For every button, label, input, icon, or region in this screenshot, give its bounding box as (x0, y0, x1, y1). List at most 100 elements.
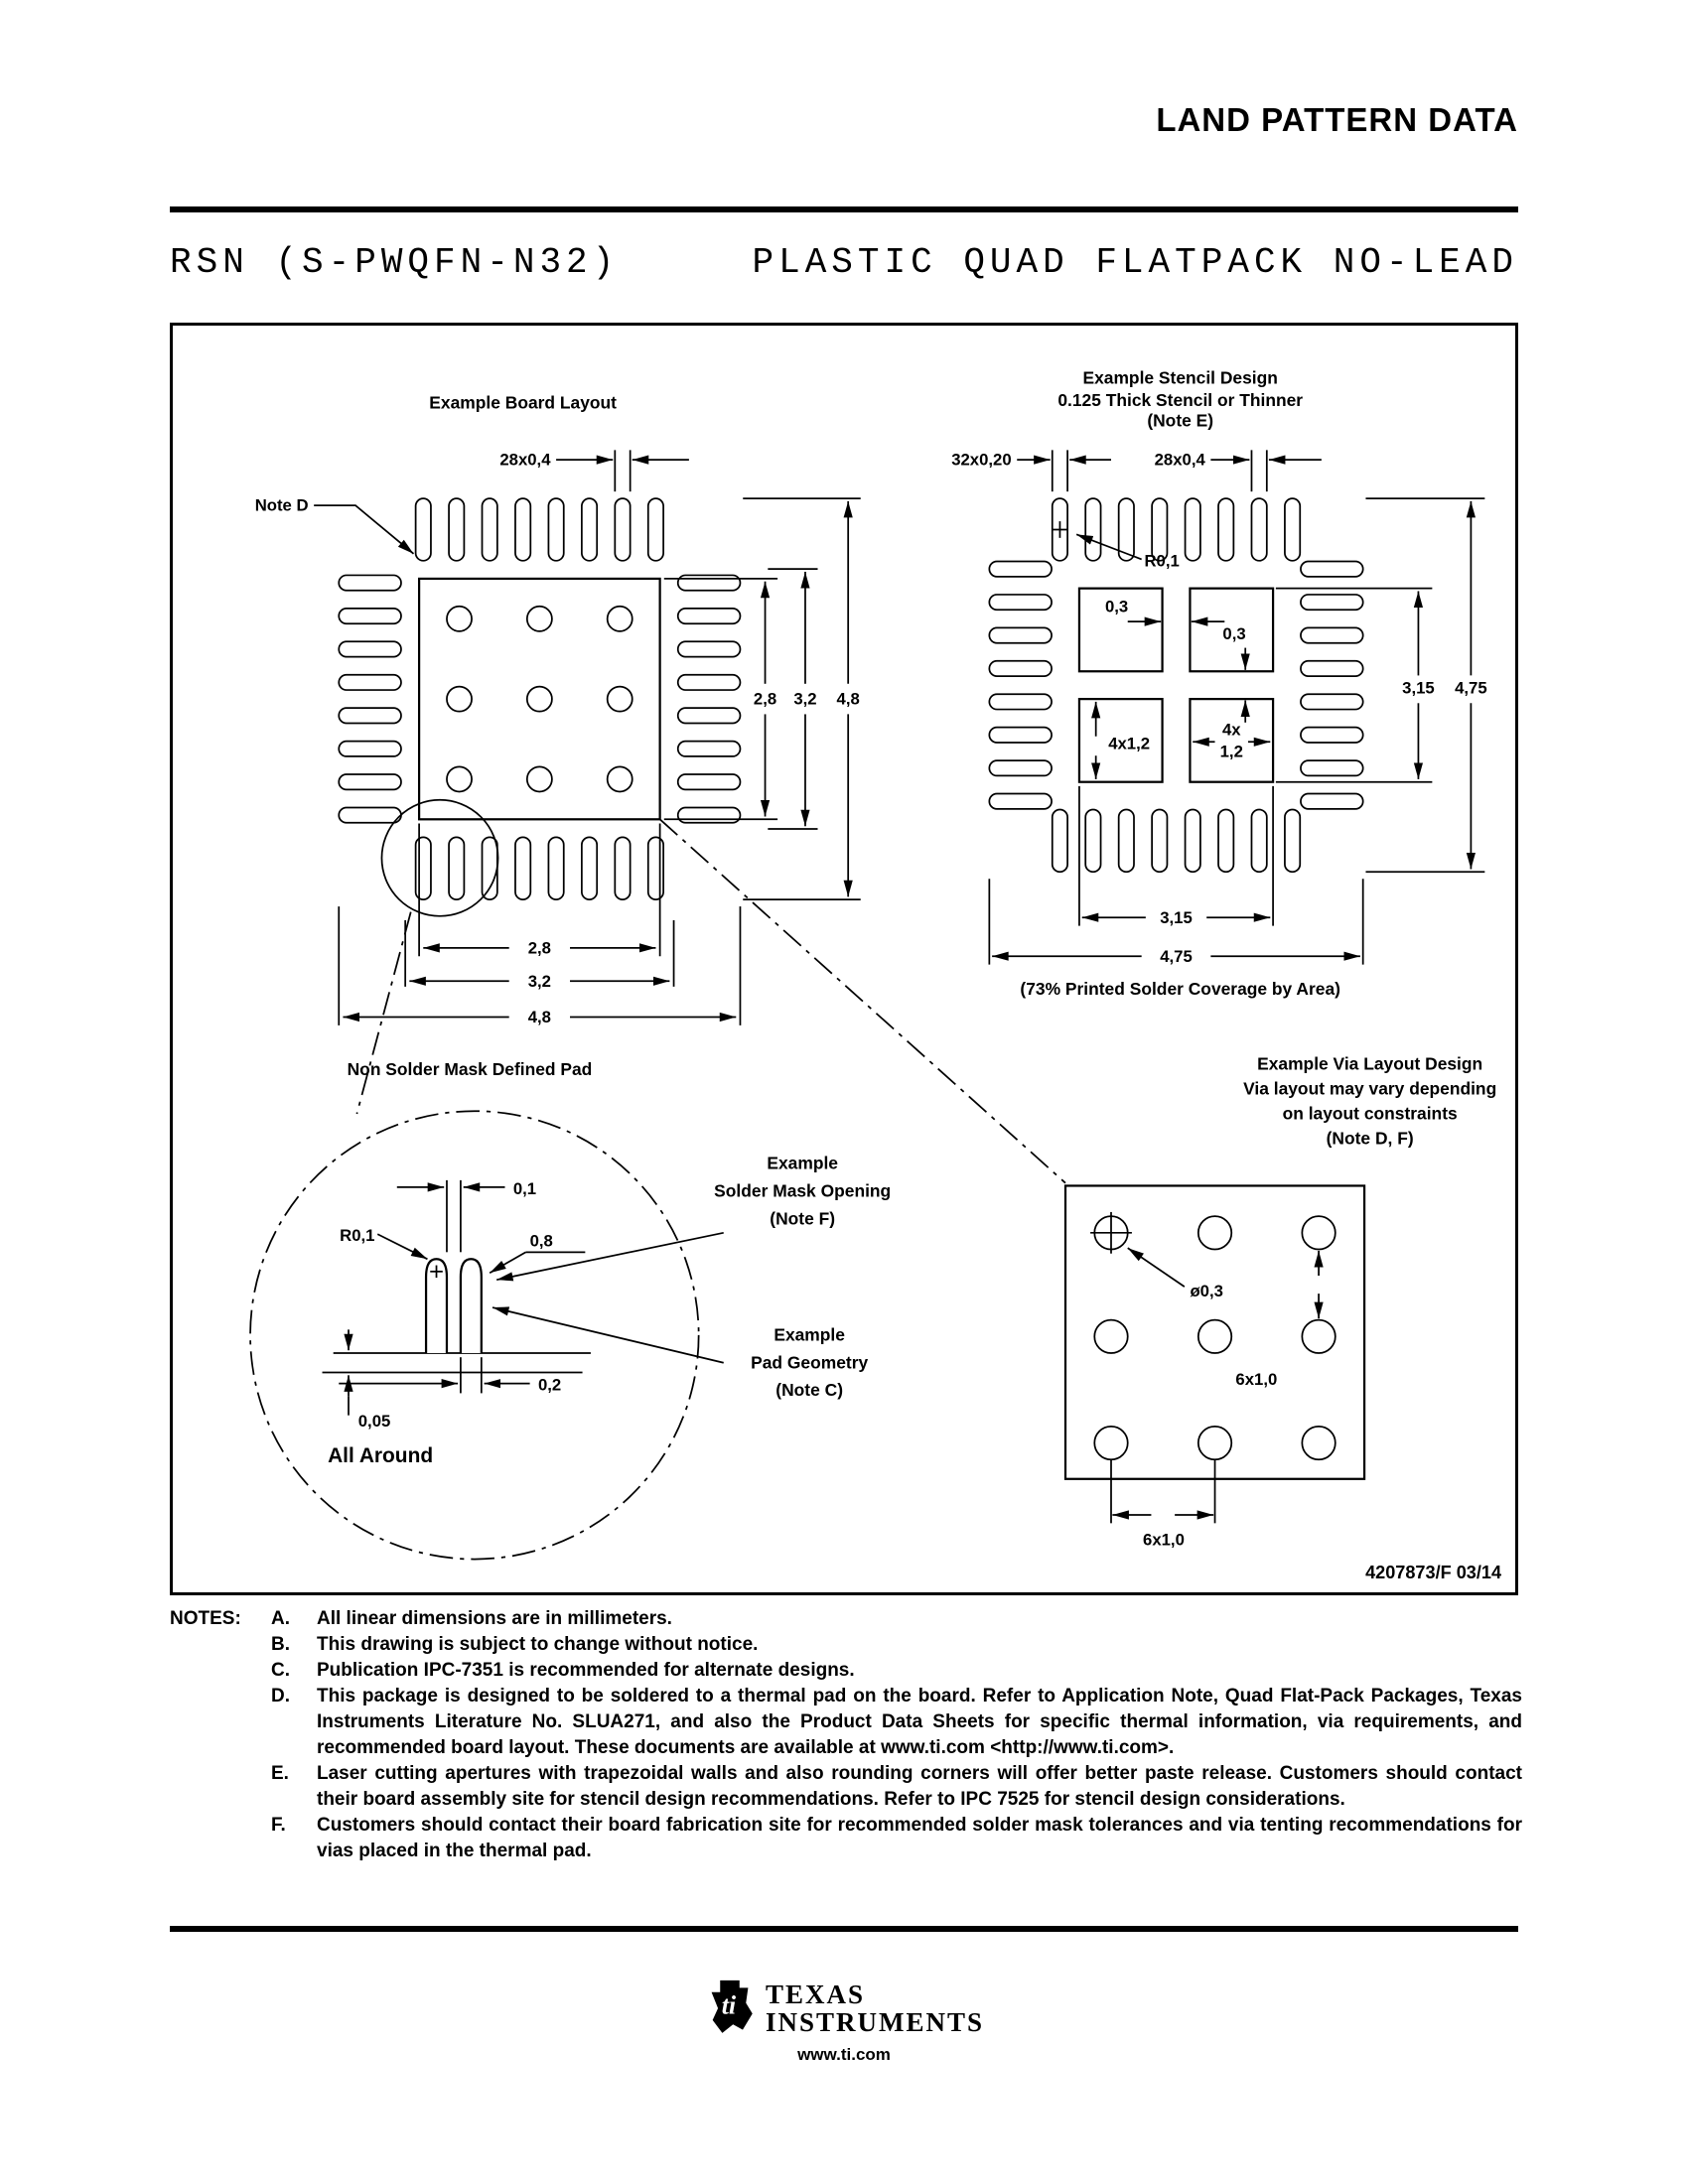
svg-text:3,2: 3,2 (528, 972, 551, 991)
package-name: PLASTIC QUAD FLATPACK NO-LEAD (752, 242, 1518, 283)
ti-logo-glyph: ti (722, 1990, 737, 2019)
svg-text:ø0,3: ø0,3 (1190, 1282, 1222, 1300)
stencil-right-dims: 3,15 4,75 (1275, 497, 1487, 874)
svg-text:0,8: 0,8 (530, 1232, 553, 1251)
board-right-dims: 2,8 3,2 4,8 (663, 497, 861, 900)
detail-callout-leader (355, 911, 412, 1115)
via-pitch-vertical: 6x1,0 (1235, 1250, 1324, 1389)
brand-line-1: Texas (765, 1979, 865, 2009)
board-layout-title: Example Board Layout (429, 393, 617, 413)
doc-title: LAND PATTERN DATA (1156, 101, 1518, 138)
left-pad-outline (424, 1258, 449, 1354)
thermal-vias (446, 605, 633, 793)
svg-text:2,8: 2,8 (528, 938, 551, 957)
svg-text:R0,1: R0,1 (1144, 551, 1179, 570)
stencil-apertures (1077, 587, 1275, 783)
pad-detail-geometry (322, 1258, 591, 1374)
note-d-label: Note D (255, 496, 309, 515)
svg-text:3,15: 3,15 (1402, 679, 1435, 698)
svg-text:0,05: 0,05 (358, 1412, 391, 1431)
stencil-panel: Example Stencil Design 0.125 Thick Stenc… (951, 368, 1486, 1000)
pad-geometry-label: Example Pad Geometry (Note C) (492, 1306, 868, 1400)
stencil-coverage-note: (73% Printed Solder Coverage by Area) (1020, 979, 1340, 999)
detail-radius-callout: R0,1 (340, 1226, 428, 1261)
detail-gap-dim: 0,1 (396, 1179, 536, 1253)
via-title-3: on layout constraints (1283, 1104, 1458, 1124)
note-d-leader (314, 504, 415, 555)
package-title-row: RSN (S-PWQFN-N32) PLASTIC QUAD FLATPACK … (170, 242, 1518, 283)
svg-text:0,3: 0,3 (1105, 597, 1128, 615)
package-code: RSN (S-PWQFN-N32) (170, 242, 620, 283)
detail-callout-circle (380, 798, 499, 917)
svg-text:4,75: 4,75 (1160, 947, 1193, 966)
footer: ti Texas Instruments www.ti.com (0, 1978, 1688, 2065)
board-pad-width-dim: 28x0,4 (499, 450, 689, 492)
note-e: E. Laser cutting apertures with trapezoi… (271, 1763, 1522, 1810)
board-layout-panel: Example Board Layout Note D 28x0,4 (255, 393, 1066, 1184)
svg-text:Example: Example (774, 1324, 845, 1344)
top-rule (170, 206, 1518, 212)
stencil-bottom-dims: 3,15 4,75 (988, 785, 1364, 966)
svg-text:0,3: 0,3 (1222, 624, 1245, 643)
svg-text:0,2: 0,2 (538, 1376, 561, 1395)
via-layout-panel: Example Via Layout Design Via layout may… (1063, 1053, 1496, 1550)
detail-length-dim: 0,8 (489, 1232, 586, 1274)
stencil-title-2: 0.125 Thick Stencil or Thinner (1057, 390, 1303, 410)
stencil-aperture-dims: 4x1,2 4x 1,2 (1091, 701, 1271, 779)
footer-url: www.ti.com (797, 2045, 891, 2064)
stencil-radius-callout: R0,1 (1052, 521, 1180, 570)
svg-text:28x0,4: 28x0,4 (1155, 451, 1206, 470)
svg-text:1,2: 1,2 (1220, 743, 1243, 761)
svg-text:4x1,2: 4x1,2 (1108, 734, 1150, 752)
via-diameter-callout: ø0,3 (1127, 1247, 1223, 1300)
via-grid (1090, 1211, 1336, 1461)
svg-text:4,8: 4,8 (837, 690, 860, 709)
via-title-1: Example Via Layout Design (1257, 1053, 1482, 1073)
via-title-4: (Note D, F) (1327, 1129, 1414, 1149)
land-pattern-drawing: Example Board Layout Note D 28x0,4 (249, 368, 1501, 1582)
svg-text:2,8: 2,8 (754, 690, 776, 709)
svg-text:(Note F): (Note F) (770, 1208, 835, 1228)
stencil-title-3: (Note E) (1147, 411, 1213, 431)
note-f: F. Customers should contact their board … (271, 1815, 1522, 1861)
stencil-pad-width-dim: 28x0,4 (1155, 450, 1322, 492)
svg-text:4,8: 4,8 (528, 1008, 551, 1026)
svg-text:Solder Mask Opening: Solder Mask Opening (714, 1181, 891, 1201)
svg-text:Pad Geometry: Pad Geometry (751, 1352, 868, 1372)
ti-logo-mark: ti (711, 1979, 753, 2033)
pad-detail-panel: Non Solder Mask Defined Pad 0,1 R0,1 (249, 1059, 891, 1561)
svg-text:32x0,20: 32x0,20 (951, 451, 1011, 470)
svg-text:4x: 4x (1222, 720, 1241, 739)
svg-text:6x1,0: 6x1,0 (1143, 1531, 1185, 1550)
ti-logo: ti Texas Instruments (704, 1978, 984, 2039)
stencil-all-pads-dim: 32x0,20 (951, 450, 1112, 492)
svg-text:6x1,0: 6x1,0 (1235, 1370, 1277, 1389)
note-d: D. This package is designed to be solder… (271, 1686, 1522, 1758)
svg-text:3,15: 3,15 (1160, 908, 1193, 927)
svg-text:R0,1: R0,1 (340, 1226, 374, 1245)
drawing-number: 4207873/F 03/14 (1365, 1563, 1501, 1582)
stencil-gap-dims: 0,3 0,3 (1105, 597, 1250, 723)
svg-text:3,2: 3,2 (793, 690, 816, 709)
svg-text:(Note C): (Note C) (775, 1380, 843, 1400)
detail-offset-dim: 0,05 All Around (328, 1329, 433, 1467)
svg-text:4,75: 4,75 (1455, 679, 1487, 698)
via-pitch-horizontal: 6x1,0 (1110, 1459, 1216, 1550)
note-c: C. Publication IPC-7351 is recommended f… (271, 1660, 855, 1681)
via-callout-leader (659, 818, 1066, 1184)
right-pad-outline (459, 1258, 483, 1354)
solder-mask-label: Example Solder Mask Opening (Note F) (495, 1154, 891, 1282)
drawing-frame: Example Board Layout Note D 28x0,4 (170, 323, 1518, 1595)
svg-text:0,1: 0,1 (513, 1179, 536, 1198)
svg-text:Example: Example (767, 1154, 838, 1173)
notes-heading: NOTES: (170, 1608, 241, 1629)
pad-detail-title: Non Solder Mask Defined Pad (348, 1059, 593, 1079)
detail-width-dim: 0,2 (339, 1357, 561, 1395)
notes-section: NOTES: A. All linear dimensions are in m… (170, 1606, 1522, 1864)
via-title-2: Via layout may vary depending (1243, 1079, 1496, 1099)
bottom-rule (170, 1926, 1518, 1932)
svg-text:All Around: All Around (328, 1444, 433, 1467)
stencil-title-1: Example Stencil Design (1082, 368, 1277, 388)
detail-circle (249, 1110, 700, 1561)
